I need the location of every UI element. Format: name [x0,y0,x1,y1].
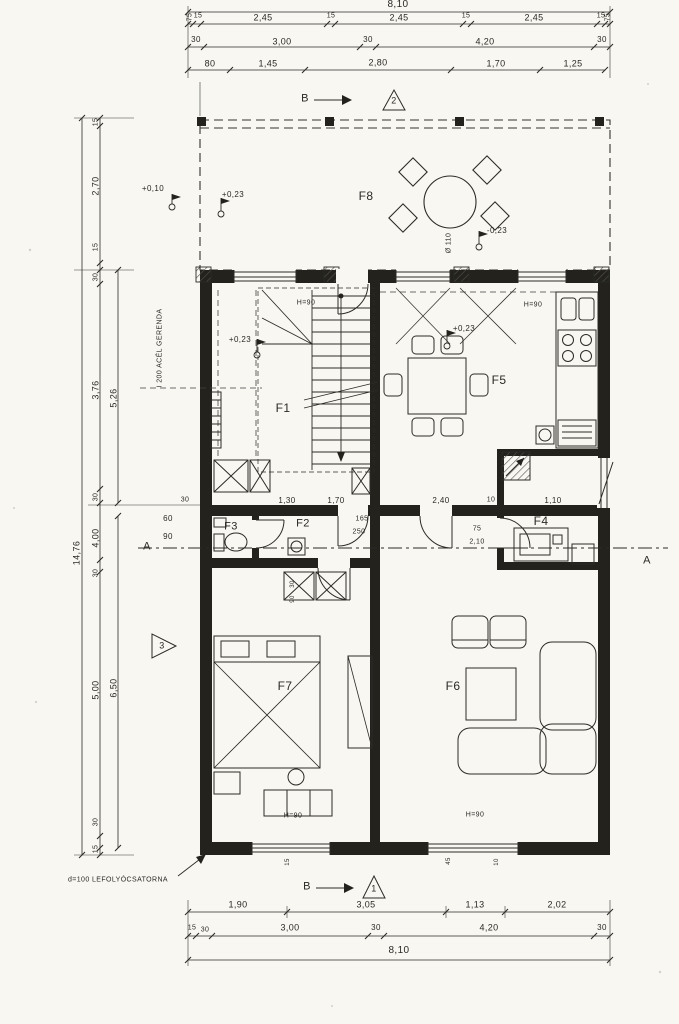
balcony-door [598,458,614,508]
stove [557,329,597,367]
window [395,270,451,283]
chair [411,417,435,437]
armchair [451,615,489,649]
armchair [489,615,527,649]
chair [440,417,464,437]
detail-triangle-3 [151,633,178,659]
sofa [539,641,597,731]
kitchen-appliance [535,425,555,445]
dining-table [407,357,467,415]
wall-pilasters [195,266,610,283]
stairs [257,287,379,473]
chair [398,157,428,187]
nightstand [213,771,241,795]
cabinet [571,543,595,565]
window [251,842,331,855]
door [337,515,369,547]
wc-sink [213,517,227,528]
drain-leader [177,854,206,877]
kitchen-cabinet [557,419,597,447]
terrace-outline [199,119,611,271]
pillow [220,640,250,658]
dresser [263,789,333,817]
stair-direction-arrow [337,452,345,462]
round-table [423,175,477,229]
chair [472,155,502,185]
shaft-symbols [213,459,371,601]
window [233,270,297,283]
terrace-table-and-chairs [388,155,510,233]
terrace-posts [197,117,604,126]
door [419,515,453,549]
scan-speckles [13,83,662,1007]
pillow [266,640,296,658]
openings [233,269,614,856]
dimension-lines [78,8,614,964]
stool [287,768,305,786]
section-b-arrow [342,95,352,105]
detail-triangle-1 [362,874,386,899]
walls [200,270,610,855]
washing-machine [287,537,306,556]
coffee-table [465,667,517,721]
window [517,270,567,283]
chair [383,373,403,397]
chair [469,373,489,397]
furniture [210,291,599,817]
tall-wardrobe [347,655,373,749]
sofa [457,727,547,775]
chair [411,335,435,355]
sink [578,297,595,321]
kitchen-counter [555,291,599,449]
roof-light-cross [395,287,517,345]
wardrobe [513,527,569,562]
chair [440,335,464,355]
section-b-arrow [344,883,354,893]
stair-break-line [303,381,379,409]
toilet [224,532,248,552]
chair [388,203,418,233]
door [337,283,369,315]
sofa-corner [539,723,597,775]
chair [480,201,510,231]
extension-lines [74,6,611,966]
sink [560,297,577,321]
radiator [210,391,222,449]
door [255,519,285,549]
detail-triangle-2 [382,88,406,111]
window [427,842,519,855]
toilet-tank [213,533,225,552]
section-markers [138,88,668,899]
level-mark-symbols [168,194,488,359]
bed [213,635,321,769]
